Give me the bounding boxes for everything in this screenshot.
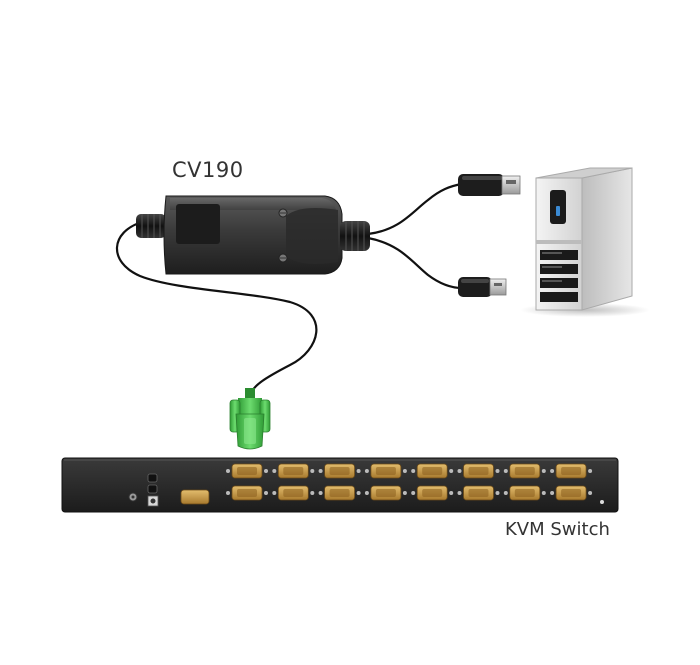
- vga-port: [550, 485, 593, 501]
- vga-port: [503, 463, 546, 479]
- vga-cable: [115, 220, 318, 398]
- vga-port: [411, 463, 454, 479]
- console-port: [180, 489, 210, 505]
- vga-port: [272, 463, 315, 479]
- vga-port: [550, 463, 593, 479]
- usb-cable-bottom: [366, 236, 464, 290]
- cv190-adapter-icon: [136, 195, 370, 275]
- switch-button-mid: [147, 484, 158, 494]
- adapter-left-boot: [136, 214, 166, 238]
- vga-port: [364, 485, 407, 501]
- vga-port: [503, 485, 546, 501]
- vga-port: [457, 463, 500, 479]
- kvm-port-grid: [226, 463, 593, 501]
- vga-port: [226, 485, 268, 501]
- usb-cable-top: [366, 182, 464, 236]
- switch-button-top: [147, 473, 158, 483]
- adapter-right-boot: [340, 221, 370, 251]
- adapter-label: CV190: [172, 158, 244, 182]
- vga-port: [318, 485, 361, 501]
- usb-plug-bottom-icon: [458, 277, 507, 297]
- kvm-switch-icon: [61, 457, 619, 513]
- desktop-tower-icon: [520, 167, 650, 317]
- vga-port: [272, 485, 315, 501]
- kvm-switch-label: KVM Switch: [505, 519, 610, 540]
- vga-port: [318, 463, 361, 479]
- vga-port: [411, 485, 454, 501]
- usb-plug-top-icon: [458, 174, 521, 196]
- vga-port: [226, 463, 268, 479]
- vga-port: [457, 485, 500, 501]
- cables: [115, 182, 464, 398]
- vga-port: [364, 463, 407, 479]
- switch-led: [600, 500, 604, 504]
- vga-connector-icon: [229, 388, 271, 450]
